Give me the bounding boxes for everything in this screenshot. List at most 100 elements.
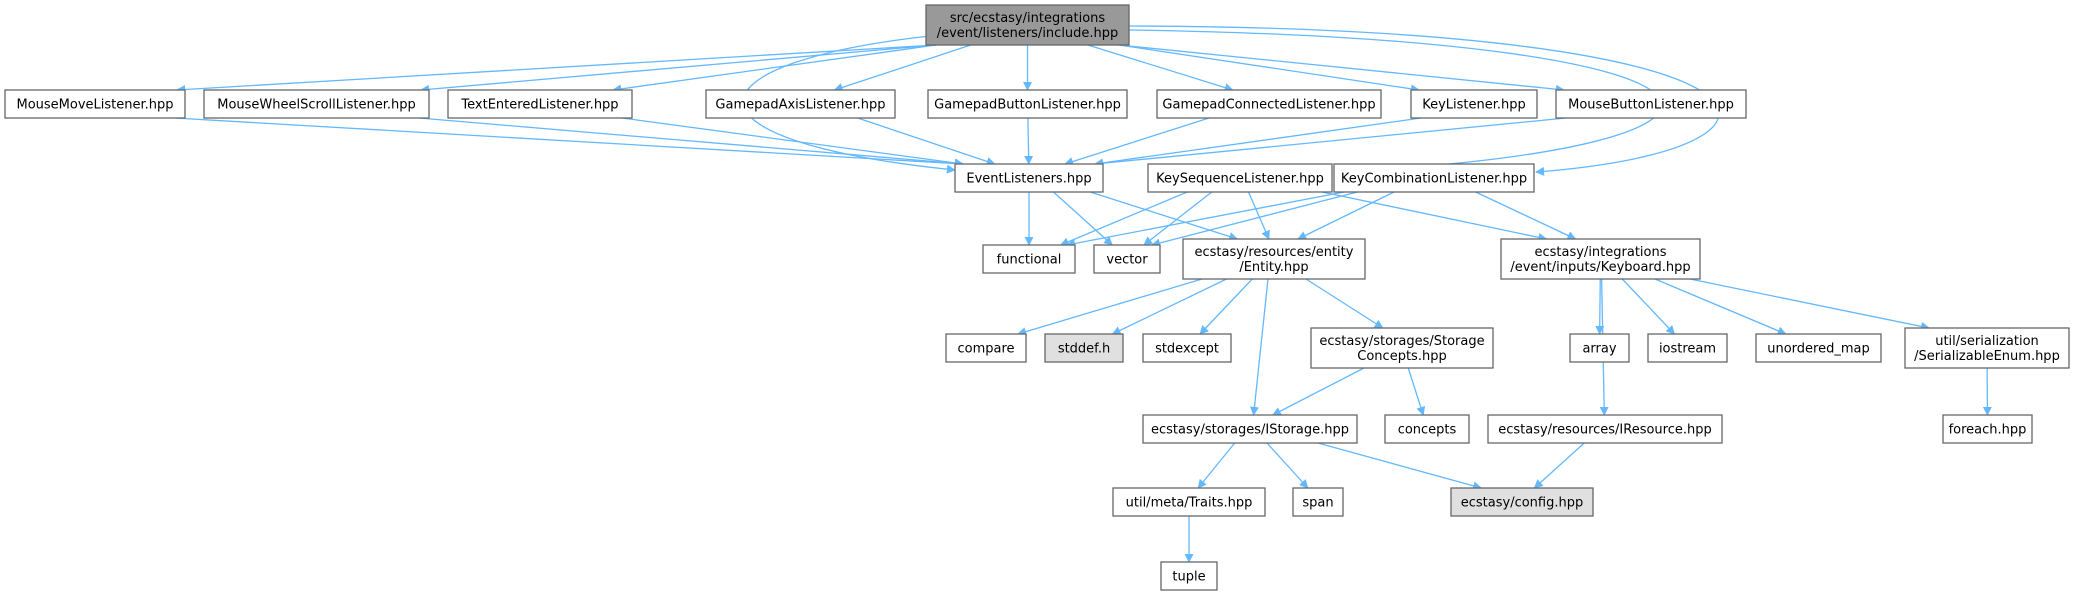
- node-box: [1450, 487, 1594, 517]
- node-keyboard[interactable]: ecstasy/integrations/event/inputs/Keyboa…: [1500, 238, 1701, 280]
- edge-keyboard-to-serializableenum: [1689, 278, 1930, 331]
- edge-textentered-to-eventlisteners: [621, 117, 964, 168]
- edge-storageconcepts-to-concepts: [1407, 367, 1426, 416]
- node-eventlisteners[interactable]: EventListeners.hpp: [954, 163, 1104, 193]
- node-label: util/meta/Traits.hpp: [1126, 496, 1253, 511]
- edge-root-to-mousewheel: [420, 44, 937, 94]
- node-label: /event/inputs/Keyboard.hpp: [1510, 260, 1690, 275]
- node-label: GamepadConnectedListener.hpp: [1162, 98, 1375, 113]
- node-label: KeyCombinationListener.hpp: [1341, 172, 1527, 187]
- node-traits[interactable]: util/meta/Traits.hpp: [1112, 487, 1266, 517]
- node-label: stdexcept: [1155, 342, 1219, 357]
- node-box: [4, 89, 186, 119]
- node-iresource[interactable]: ecstasy/resources/IResource.hpp: [1487, 414, 1723, 444]
- node-label: TextEnteredListener.hpp: [460, 98, 618, 113]
- edge-entity-to-istorage: [1249, 278, 1269, 416]
- edge-mousemove-to-eventlisteners: [174, 117, 964, 169]
- node-label: ecstasy/storages/Storage: [1319, 334, 1484, 349]
- edge-entity-to-storageconcepts: [1305, 278, 1384, 329]
- node-box: [1156, 89, 1382, 119]
- node-unordered_map[interactable]: unordered_map: [1755, 333, 1882, 363]
- node-label: functional: [997, 253, 1062, 268]
- node-box: [1500, 238, 1701, 280]
- node-gamepadbutton[interactable]: GamepadButtonListener.hpp: [927, 89, 1128, 119]
- node-istorage[interactable]: ecstasy/storages/IStorage.hpp: [1142, 414, 1358, 444]
- node-tuple[interactable]: tuple: [1160, 561, 1218, 591]
- node-foreach[interactable]: foreach.hpp: [1942, 414, 2033, 444]
- edge-keyboard-to-array: [1595, 278, 1605, 335]
- edge-storageconcepts-to-istorage: [1271, 367, 1365, 416]
- node-stdexcept[interactable]: stdexcept: [1142, 333, 1232, 363]
- node-label: compare: [957, 342, 1014, 357]
- node-mousewheel[interactable]: MouseWheelScrollListener.hpp: [203, 89, 430, 119]
- edge-root-to-mousebutton: [1118, 44, 1565, 94]
- edge-keysequence-to-keyboard: [1321, 191, 1548, 242]
- node-box: [927, 89, 1128, 119]
- node-keysequence[interactable]: KeySequenceListener.hpp: [1147, 163, 1333, 193]
- node-vector[interactable]: vector: [1093, 244, 1161, 274]
- node-label: EventListeners.hpp: [966, 172, 1091, 187]
- node-label: MouseButtonListener.hpp: [1568, 98, 1734, 113]
- node-span[interactable]: span: [1292, 487, 1344, 517]
- node-textentered[interactable]: TextEnteredListener.hpp: [447, 89, 633, 119]
- edge-entity-to-compare: [1017, 278, 1203, 336]
- node-gamepadconnected[interactable]: GamepadConnectedListener.hpp: [1156, 89, 1382, 119]
- edge-root-to-textentered: [612, 44, 937, 94]
- node-mousemove[interactable]: MouseMoveListener.hpp: [4, 89, 186, 119]
- node-box: [1487, 414, 1723, 444]
- node-concepts[interactable]: concepts: [1384, 414, 1470, 444]
- node-label: vector: [1106, 253, 1148, 268]
- node-box: [1647, 333, 1728, 363]
- node-label: ecstasy/resources/entity: [1195, 245, 1354, 260]
- edge-keysequence-to-entity: [1247, 191, 1270, 240]
- node-box: [982, 244, 1076, 274]
- edge-istorage-to-span: [1266, 442, 1309, 489]
- node-label: MouseWheelScrollListener.hpp: [217, 98, 416, 113]
- node-iostream[interactable]: iostream: [1647, 333, 1728, 363]
- node-compare[interactable]: compare: [945, 333, 1027, 363]
- node-box: [1160, 561, 1218, 591]
- edge-eventlisteners-to-vector: [1053, 191, 1113, 246]
- node-box: [1147, 163, 1333, 193]
- node-gamepadaxis[interactable]: GamepadAxisListener.hpp: [705, 89, 896, 119]
- node-label: iostream: [1659, 342, 1716, 357]
- node-entity[interactable]: ecstasy/resources/entity/Entity.hpp: [1182, 238, 1366, 280]
- edge-keysequence-to-functional: [1059, 191, 1188, 247]
- node-box: [1310, 327, 1494, 369]
- node-box: [954, 163, 1104, 193]
- node-label: /SerializableEnum.hpp: [1914, 349, 2060, 364]
- node-label: ecstasy/storages/IStorage.hpp: [1151, 423, 1349, 438]
- node-root[interactable]: src/ecstasy/integrations/event/listeners…: [925, 4, 1130, 46]
- node-label: src/ecstasy/integrations: [950, 11, 1106, 26]
- edge-root-to-mousemove: [176, 44, 937, 95]
- edge-gamepadbutton-to-eventlisteners: [1024, 117, 1034, 165]
- node-functional[interactable]: functional: [982, 244, 1076, 274]
- node-key[interactable]: KeyListener.hpp: [1410, 89, 1538, 119]
- edge-root-to-key: [1118, 44, 1420, 94]
- node-label: GamepadButtonListener.hpp: [934, 98, 1121, 113]
- node-label: ecstasy/integrations: [1534, 245, 1666, 260]
- node-label: Concepts.hpp: [1357, 349, 1446, 364]
- node-label: tuple: [1172, 570, 1205, 585]
- node-mousebutton[interactable]: MouseButtonListener.hpp: [1555, 89, 1747, 119]
- edge-root-to-gamepadaxis: [833, 44, 971, 92]
- edge-mousewheel-to-eventlisteners: [418, 117, 964, 168]
- node-keycombination[interactable]: KeyCombinationListener.hpp: [1333, 163, 1535, 193]
- node-box: [1093, 244, 1161, 274]
- node-label: MouseMoveListener.hpp: [16, 98, 173, 113]
- node-label: stddef.h: [1058, 342, 1110, 357]
- node-stddef[interactable]: stddef.h: [1044, 333, 1124, 363]
- node-label: KeySequenceListener.hpp: [1156, 172, 1324, 187]
- node-label: ecstasy/resources/IResource.hpp: [1498, 423, 1712, 438]
- node-label: span: [1302, 496, 1333, 511]
- node-serializableenum[interactable]: util/serialization/SerializableEnum.hpp: [1904, 327, 2070, 369]
- node-config[interactable]: ecstasy/config.hpp: [1450, 487, 1594, 517]
- node-box: [1555, 89, 1747, 119]
- node-box: [1142, 333, 1232, 363]
- node-box: [945, 333, 1027, 363]
- node-box: [1410, 89, 1538, 119]
- edge-keycombination-to-keyboard: [1475, 191, 1577, 240]
- node-array[interactable]: array: [1569, 333, 1630, 363]
